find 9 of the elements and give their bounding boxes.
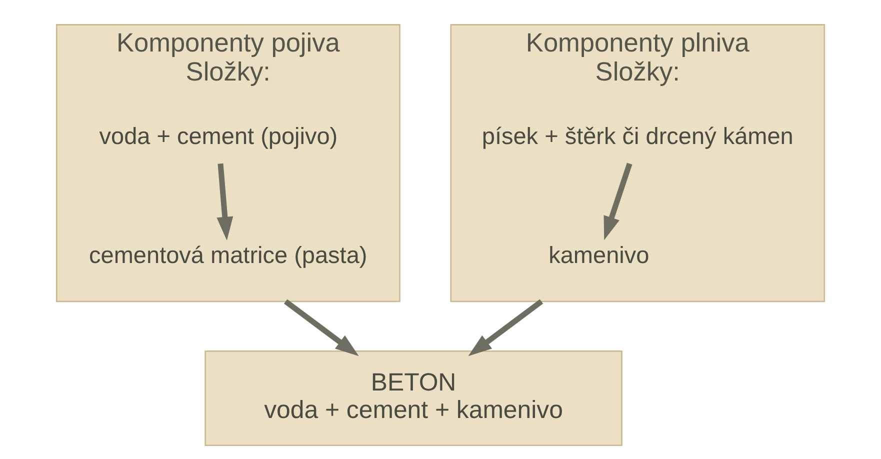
- arrow: [284, 299, 359, 356]
- arrow: [468, 299, 544, 356]
- node-text: cementová matrice (pasta): [89, 242, 368, 268]
- arrow: [604, 162, 632, 240]
- node-text: písek + štěrk či drcený kámen: [482, 122, 794, 149]
- node-text: voda + cement (pojivo): [99, 122, 338, 149]
- node-text: kamenivo: [548, 242, 650, 268]
- arrow: [216, 163, 234, 240]
- node-box: BETON voda + cement + kamenivo: [204, 350, 622, 446]
